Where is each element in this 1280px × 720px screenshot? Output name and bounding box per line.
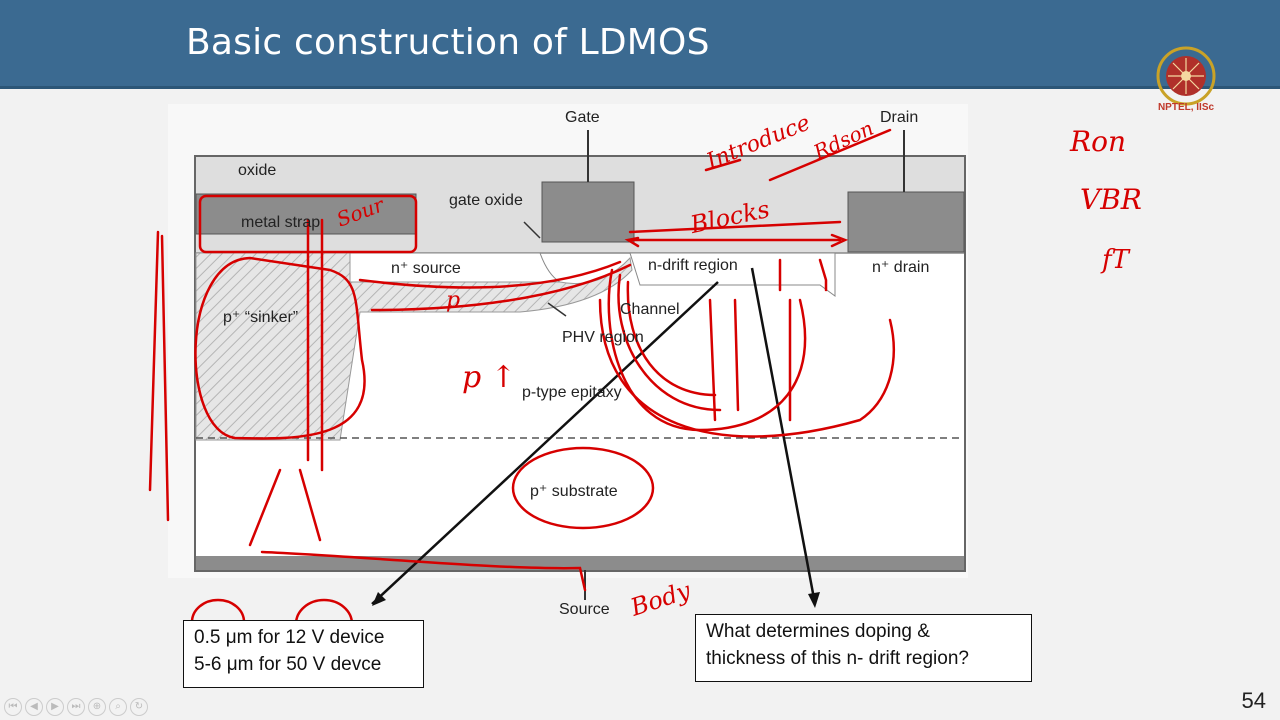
gate-electrode: [541, 181, 635, 243]
header-divider: [0, 86, 1280, 89]
drift-question-callout: What determines doping & thickness of th…: [695, 614, 1032, 682]
next-icon[interactable]: ▶: [46, 698, 64, 716]
gate-oxide-label: gate oxide: [449, 192, 523, 209]
p-epitaxy-label: p-type epitaxy: [522, 384, 622, 401]
callout-arrow-thickness: [371, 281, 719, 605]
n-drain-label: n⁺ drain: [872, 259, 930, 276]
p-sinker-region: [195, 252, 633, 441]
hand-vbr: VBR: [1080, 183, 1142, 216]
drain-label: Drain: [880, 109, 919, 126]
p-sinker-label: p⁺ “sinker”: [223, 309, 299, 326]
first-icon[interactable]: ⏮: [4, 698, 22, 716]
refresh-icon[interactable]: ↻: [130, 698, 148, 716]
p-substrate-label: p⁺ substrate: [530, 483, 618, 500]
n-drift-label: n-drift region: [648, 257, 738, 274]
hand-ft: fT: [1102, 245, 1129, 275]
page-number: 54: [1241, 688, 1266, 713]
metal-strap: [195, 193, 417, 235]
oxide-label: oxide: [238, 162, 277, 179]
prev-icon[interactable]: ◀: [25, 698, 43, 716]
source-bottom-label: Source: [559, 601, 610, 618]
logo-caption: NPTEL, IISc: [1157, 102, 1215, 113]
last-icon[interactable]: ⏭: [67, 698, 85, 716]
gate-label: Gate: [565, 109, 600, 126]
search-icon[interactable]: ⌕: [109, 698, 127, 716]
question-line-1: What determines doping &: [706, 621, 930, 642]
slide-title: Basic construction of LDMOS: [186, 22, 710, 63]
hand-ron: Ron: [1070, 125, 1126, 158]
drain-electrode: [847, 191, 965, 253]
hand-p-arrow: p ↑: [462, 360, 516, 395]
hand-p: p: [446, 288, 461, 313]
slide-navigation: ⏮ ◀ ▶ ⏭ ⊕ ⌕ ↻: [4, 698, 148, 716]
question-line-2: thickness of this n- drift region?: [706, 648, 969, 669]
n-source-label: n⁺ source: [391, 260, 461, 277]
n-drift-region: [629, 252, 836, 297]
thickness-callout: 0.5 μm for 12 V device 5-6 μm for 50 V d…: [183, 620, 424, 688]
slide-header: [0, 0, 1280, 88]
thickness-line-1: 0.5 μm for 12 V device: [194, 627, 385, 648]
metal-strap-label: metal strap: [241, 214, 321, 231]
thickness-line-2: 5-6 μm for 50 V devce: [194, 654, 382, 675]
phv-region-label: PHV region: [562, 329, 644, 346]
zoom-icon[interactable]: ⊕: [88, 698, 106, 716]
nptel-logo-icon: [1156, 46, 1216, 106]
channel-label: Channel: [620, 301, 680, 318]
